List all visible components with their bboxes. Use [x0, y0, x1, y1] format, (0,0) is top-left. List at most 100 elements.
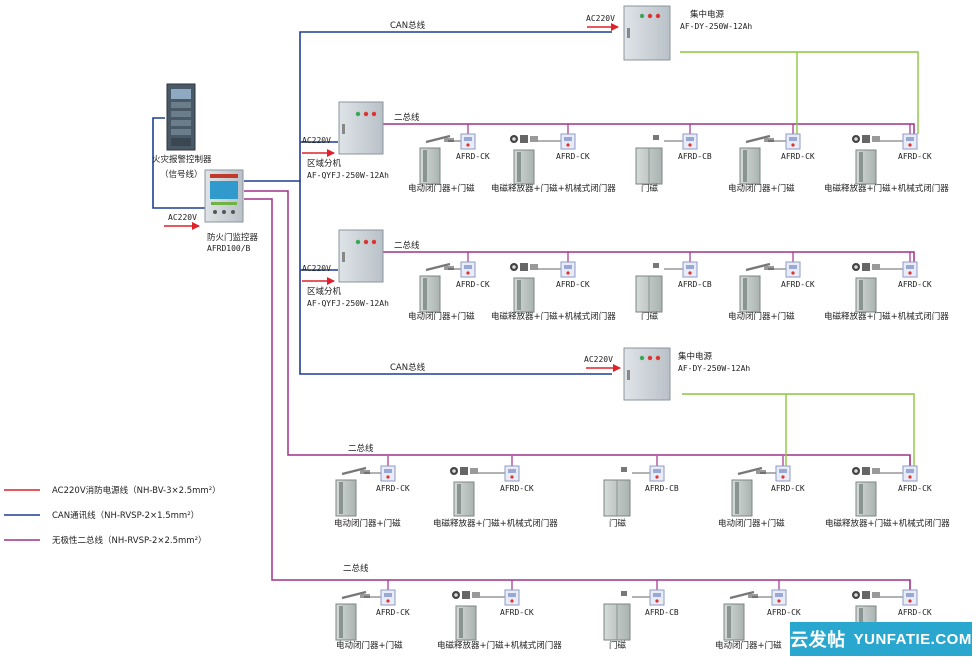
device-caption: 门磁 — [609, 518, 627, 529]
device-caption: 电磁释放器+门磁+机械式闭门器 — [437, 640, 562, 651]
central-power-model: AF-DY-250W-12Ah — [678, 364, 750, 373]
central-power-1 — [623, 5, 671, 61]
fire-alarm-signal-label: （信号线） — [160, 169, 203, 180]
afrd-ck-module-label: AFRD-CK — [767, 608, 801, 617]
afrd-ck-module: AFRD-CK — [556, 133, 590, 161]
afrd-ck-module-label: AFRD-CK — [898, 608, 932, 617]
afrd-cb-module: AFRD-CB — [645, 465, 679, 493]
afrd-ck-module-label: AFRD-CK — [500, 608, 534, 617]
door-group-release: AFRD-CK 电磁释放器+门磁+机械式闭门器 — [491, 252, 616, 322]
device-caption: 电动闭门器+门磁 — [715, 640, 782, 651]
door-group-closer: AFRD-CK 电动闭门器+门磁 — [715, 580, 801, 651]
afrd-cb-module-label: AFRD-CB — [645, 484, 679, 493]
afrd-cb-module-label: AFRD-CB — [678, 152, 712, 161]
watermark: 云发帖 YUNFATIE.COM — [790, 622, 972, 656]
afrd-ck-module: AFRD-CK — [781, 261, 815, 289]
static-labels: CAN总线 CAN总线 AC220V AC220V AC220V AC220V … — [152, 9, 752, 574]
device-caption: 电磁释放器+门磁+机械式闭门器 — [825, 518, 950, 529]
door-group-closer: AFRD-CK 电动闭门器+门磁 — [408, 124, 490, 194]
afrd-ck-module: AFRD-CK — [376, 589, 410, 617]
device-caption: 电动闭门器+门磁 — [408, 311, 475, 322]
two-bus-label: 二总线 — [343, 563, 369, 574]
device-caption: 电动闭门器+门磁 — [728, 183, 795, 194]
afrd-ck-module-label: AFRD-CK — [781, 152, 815, 161]
afrd-ck-module: AFRD-CK — [898, 261, 932, 289]
device-row-3: AFRD-CK电动闭门器+门磁AFRD-CK电磁释放器+门磁+机械式闭门器AFR… — [334, 456, 950, 529]
afrd-ck-module-label: AFRD-CK — [781, 280, 815, 289]
afrd-ck-module-label: AFRD-CK — [376, 484, 410, 493]
fire-door-monitor-model: AFRD100/B — [207, 244, 251, 253]
device-caption: 电动闭门器+门磁 — [336, 640, 403, 651]
afrd-ck-module-label: AFRD-CK — [898, 484, 932, 493]
legend-item: 无极性二总线（NH-RVSP-2×2.5mm²） — [4, 535, 207, 546]
ac220v-label: AC220V — [302, 264, 331, 273]
afrd-ck-module-label: AFRD-CK — [898, 280, 932, 289]
zone-unit-2 — [338, 229, 384, 283]
afrd-ck-module: AFRD-CK — [500, 465, 534, 493]
legend-item: CAN通讯线（NH-RVSP-2×1.5mm²） — [4, 510, 199, 521]
central-power-2 — [623, 347, 671, 401]
afrd-ck-module: AFRD-CK — [767, 589, 801, 617]
afrd-ck-module: AFRD-CK — [376, 465, 410, 493]
device-caption: 电磁释放器+门磁+机械式闭门器 — [491, 183, 616, 194]
central-power-model: AF-DY-250W-12Ah — [680, 22, 752, 31]
watermark-cn: 云发帖 — [790, 630, 846, 650]
afrd-ck-module: AFRD-CK — [500, 589, 534, 617]
two-bus-label: 二总线 — [394, 112, 420, 123]
afrd-ck-module: AFRD-CK — [556, 261, 590, 289]
device-caption: 门磁 — [641, 311, 659, 322]
door-group-release: AFRD-CK 电磁释放器+门磁+机械式闭门器 — [491, 124, 616, 194]
afrd-ck-module: AFRD-CK — [771, 465, 805, 493]
device-caption: 电磁释放器+门磁+机械式闭门器 — [491, 311, 616, 322]
afrd-ck-module-label: AFRD-CK — [376, 608, 410, 617]
afrd-ck-module: AFRD-CK — [456, 133, 490, 161]
zone-unit-label: 区域分机 — [307, 158, 342, 169]
ac220v-arrows — [164, 23, 621, 372]
device-caption: 门磁 — [641, 183, 659, 194]
device-caption: 电动闭门器+门磁 — [334, 518, 401, 529]
zone-unit-model: AF-QYFJ-250W-12Ah — [307, 171, 389, 180]
door-group-closer: AFRD-CK 电动闭门器+门磁 — [408, 252, 490, 322]
device-caption: 门磁 — [609, 640, 627, 651]
door-group-release: AFRD-CK 电磁释放器+门磁+机械式闭门器 — [825, 456, 950, 529]
afrd-ck-module: AFRD-CK — [898, 133, 932, 161]
device-caption: 电动闭门器+门磁 — [718, 518, 785, 529]
afrd-cb-module-label: AFRD-CB — [678, 280, 712, 289]
afrd-ck-module-label: AFRD-CK — [556, 152, 590, 161]
can-bus-label: CAN总线 — [390, 20, 426, 31]
afrd-ck-module-label: AFRD-CK — [898, 152, 932, 161]
central-power-label: 集中电源 — [690, 9, 725, 20]
afrd-ck-module-label: AFRD-CK — [456, 152, 490, 161]
ac220v-label: AC220V — [302, 136, 331, 145]
afrd-ck-module-label: AFRD-CK — [771, 484, 805, 493]
two-bus-label: 二总线 — [394, 240, 420, 251]
ac220v-label: AC220V — [168, 213, 197, 222]
legend-label: 无极性二总线（NH-RVSP-2×2.5mm²） — [52, 535, 207, 546]
zone-unit-model: AF-QYFJ-250W-12Ah — [307, 299, 389, 308]
zone-unit-1 — [338, 101, 384, 155]
device-row-2: AFRD-CK 电动闭门器+门磁 AFRD-CK 电磁释放器+门磁+机械式闭门器 AFR… — [408, 252, 949, 322]
legend-item: AC220V消防电源线（NH-BV-3×2.5mm²） — [4, 485, 221, 496]
legend-label: AC220V消防电源线（NH-BV-3×2.5mm²） — [52, 485, 221, 496]
afrd-cb-module: AFRD-CB — [645, 589, 679, 617]
afrd-ck-module: AFRD-CK — [898, 589, 932, 617]
door-group-closer: AFRD-CK 电动闭门器+门磁 — [335, 580, 410, 651]
device-caption: 电动闭门器+门磁 — [408, 183, 475, 194]
device-caption: 电磁释放器+门磁+机械式闭门器 — [433, 518, 558, 529]
afrd-ck-module-label: AFRD-CK — [500, 484, 534, 493]
afrd-ck-module-label: AFRD-CK — [456, 280, 490, 289]
afrd-cb-module: AFRD-CB — [678, 261, 712, 289]
door-group-closer: AFRD-CK 电动闭门器+门磁 — [718, 456, 805, 529]
door-group-magnet: AFRD-CB 门磁 — [603, 456, 679, 529]
fire-door-monitor-device — [204, 169, 244, 223]
central-power-label: 集中电源 — [678, 351, 713, 362]
door-group-magnet: AFRD-CB 门磁 — [635, 124, 712, 194]
afrd-ck-module: AFRD-CK — [781, 133, 815, 161]
device-row-1: AFRD-CK电动闭门器+门磁AFRD-CK电磁释放器+门磁+机械式闭门器AFR… — [408, 124, 949, 194]
door-group-magnet: AFRD-CB 门磁 — [603, 580, 679, 651]
door-group-release: AFRD-CK 电磁释放器+门磁+机械式闭门器 — [437, 580, 562, 651]
